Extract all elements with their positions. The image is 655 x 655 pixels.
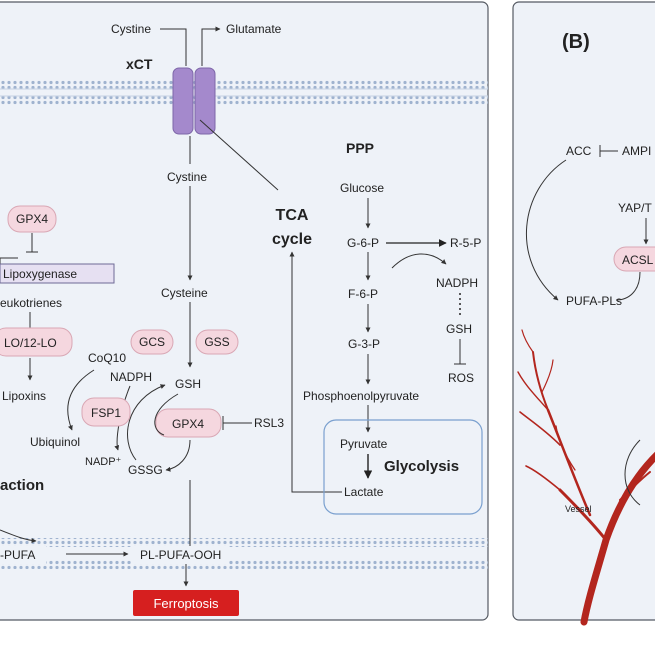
glucose-label: Glucose — [340, 181, 384, 195]
left-to-pufa-arrow — [0, 529, 37, 544]
lipoxygenase-bracket — [0, 257, 18, 278]
lipoxygenase-label: Lipoxygenase — [3, 267, 77, 281]
ubiquinol-label: Ubiquinol — [30, 435, 80, 449]
g3p-label: G-3-P — [348, 337, 380, 351]
acsl-node — [613, 246, 655, 272]
glutamate-export-arrow — [201, 26, 221, 66]
tca-label-line2: cycle — [272, 231, 312, 248]
acc-label: ACC — [566, 144, 592, 158]
tca-label-line1: TCA — [276, 207, 309, 224]
gpx4-left-label: GPX4 — [16, 212, 48, 226]
ampk-inhibits-acc — [599, 145, 618, 157]
yap-label: YAP/T — [618, 201, 652, 215]
ros-label: ROS — [448, 371, 474, 385]
gpx4-center-label: GPX4 — [172, 417, 204, 431]
gpx4-center-node — [155, 408, 222, 438]
ferroptosis-box — [133, 590, 239, 616]
gsh-label: GSH — [175, 377, 201, 391]
gss-label: GSS — [204, 335, 229, 349]
panel-b — [512, 1, 655, 621]
gsh-inhibits-ros — [454, 339, 466, 365]
r5p-label: R-5-P — [450, 236, 481, 250]
transporter-to-tca-line — [199, 119, 279, 191]
rsl3-label: RSL3 — [254, 416, 284, 430]
membrane-bottom — [0, 538, 488, 569]
acc-to-pufapls-curve — [526, 159, 567, 301]
panel-a — [0, 1, 489, 621]
glutamate-label: Glutamate — [226, 22, 282, 36]
ppp-to-nadph-curve — [391, 253, 447, 269]
cystine-import-arrow — [160, 28, 187, 66]
vessel-label: Vessel — [565, 504, 592, 514]
fsp1-node — [81, 397, 131, 427]
vessel-illustration — [517, 329, 655, 626]
pl-pufa-ooh-box — [132, 546, 228, 564]
coq10-to-ubiquinol-curve — [67, 369, 95, 431]
vessel-faint-curve — [624, 439, 641, 506]
lo-node — [0, 327, 73, 357]
nadph-ppp-label: NADPH — [436, 276, 478, 290]
gssg-recycle-curve — [127, 384, 166, 461]
lipoxins-label: Lipoxins — [2, 389, 46, 403]
lactate-label: Lactate — [344, 485, 384, 499]
pyruvate-label: Pyruvate — [340, 437, 388, 451]
nadph-center-label: NADPH — [110, 370, 152, 384]
glycolysis-label: Glycolysis — [384, 458, 459, 475]
membrane-top — [0, 80, 488, 105]
nadp-plus-label: NADP⁺ — [85, 456, 122, 468]
xct-label: xCT — [126, 56, 153, 72]
gpx4-to-gssg-curve — [165, 439, 191, 472]
ampk-label: AMPI — [622, 144, 651, 158]
pep-label: Phosphoenolpyruvate — [303, 389, 419, 403]
gsh-ppp-label: GSH — [446, 322, 472, 336]
ppp-label: PPP — [346, 140, 374, 156]
gpx4-to-lipoxygenase-inhibition — [26, 233, 38, 253]
rsl3-inhibition — [222, 416, 252, 430]
gpx4-left-node — [7, 205, 57, 233]
xct-transporter — [172, 67, 216, 135]
lipoxygenase-box — [0, 263, 115, 284]
acsl-label: ACSL — [622, 253, 654, 267]
gcs-label: GCS — [139, 335, 165, 349]
g6p-label: G-6-P — [347, 236, 379, 250]
lo-label: LO/12-LO — [4, 336, 57, 350]
lactate-to-tca-arrow — [289, 251, 342, 493]
gssg-label: GSSG — [128, 463, 163, 477]
leukotrienes-label: eukotrienes — [0, 296, 62, 310]
pl-pufa-ooh-label: PL-PUFA-OOH — [140, 548, 221, 562]
ferroptosis-label: Ferroptosis — [153, 596, 219, 611]
pufa-left-box — [0, 546, 46, 564]
cystine-label: Cystine — [167, 170, 207, 184]
f6p-label: F-6-P — [348, 287, 378, 301]
gsh-to-gssg-curve — [154, 393, 179, 436]
cystine-out-label: Cystine — [111, 22, 151, 36]
pufa-left-label: -PUFA — [0, 548, 35, 562]
acsl-to-pufapls-curve — [615, 271, 641, 301]
glycolysis-box — [323, 419, 483, 515]
pufa-pls-label: PUFA-PLs — [566, 294, 622, 308]
fsp1-label: FSP1 — [91, 406, 121, 420]
coq10-label: CoQ10 — [88, 351, 126, 365]
gcs-node — [130, 329, 174, 355]
cysteine-label: Cysteine — [161, 286, 208, 300]
gss-node — [195, 329, 239, 355]
action-label: action — [0, 477, 44, 494]
panel-b-label: (B) — [562, 31, 590, 53]
